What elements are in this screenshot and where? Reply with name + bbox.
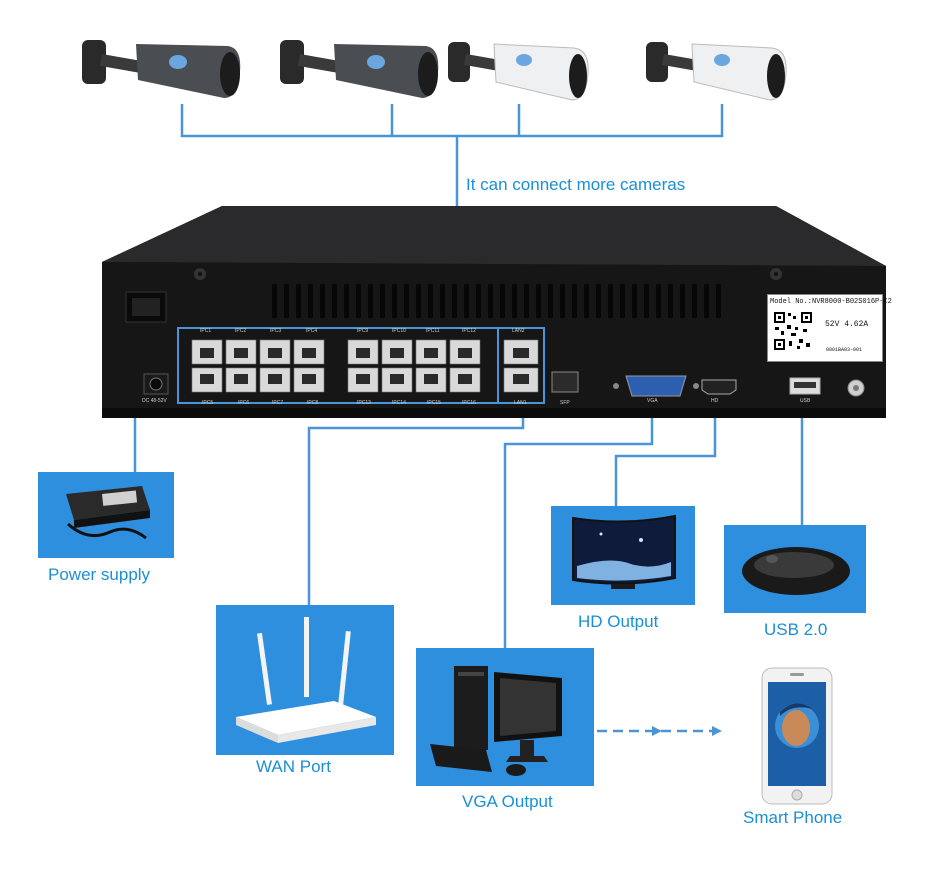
- port-label: IPC15: [427, 400, 441, 406]
- port-label: IPC12: [462, 328, 476, 334]
- port-label: IPC8: [307, 400, 319, 406]
- port-label: IPC7: [272, 400, 284, 406]
- dc-label: DC 48-52V: [142, 398, 167, 404]
- port-label: LAN2: [512, 328, 525, 334]
- smartphone-icon: [761, 667, 833, 805]
- hd-output-caption: HD Output: [578, 612, 659, 631]
- sfp-label: SFP: [560, 400, 570, 406]
- port-label: IPC13: [357, 400, 371, 406]
- hd-output-panel: [551, 506, 695, 605]
- port-label: IPC10: [392, 328, 406, 334]
- mouse-icon: [742, 547, 850, 595]
- wan-port-caption: WAN Port: [256, 757, 331, 776]
- vga-label: VGA: [647, 398, 658, 404]
- monitor-icon: [572, 514, 676, 589]
- port-label: IPC1: [200, 328, 212, 334]
- power-supply-caption: Power supply: [48, 565, 151, 584]
- power-adapter-icon: [66, 486, 150, 540]
- port-label: LAN1: [514, 400, 527, 406]
- qr-code-icon: [773, 311, 813, 351]
- port-label: IPC3: [270, 328, 282, 334]
- vga-output-panel: [416, 648, 594, 786]
- port-label: IPC4: [306, 328, 318, 334]
- camera-icon: [82, 40, 241, 98]
- serial-label: 0001BA03-001: [826, 347, 863, 353]
- rating-label: 52V 4.62A: [825, 320, 869, 329]
- power-supply-panel: [38, 472, 174, 558]
- port-label: IPC5: [202, 400, 214, 406]
- port-label: IPC14: [392, 400, 406, 406]
- camera-icon: [280, 40, 439, 98]
- vga-output-caption: VGA Output: [462, 792, 553, 811]
- model-number: Model No.:NVR8000-B02S016P-C2: [770, 298, 892, 306]
- smart-phone-caption: Smart Phone: [743, 808, 843, 827]
- hd-label: HD: [711, 398, 719, 404]
- camera-icon: [448, 42, 589, 101]
- wan-port-panel: [216, 605, 394, 755]
- usb-panel: [724, 525, 866, 613]
- router-icon: [236, 617, 376, 743]
- port-label: IPC9: [357, 328, 369, 334]
- nvr-device: [102, 206, 886, 418]
- port-label: IPC11: [426, 328, 440, 334]
- usb-label: USB: [800, 398, 811, 404]
- camera-icon: [646, 42, 787, 101]
- more-cameras-caption: It can connect more cameras: [466, 175, 686, 194]
- port-label: IPC6: [238, 400, 250, 406]
- usb-caption: USB 2.0: [764, 620, 828, 639]
- port-label: IPC2: [235, 328, 247, 334]
- desktop-computer-icon: [430, 666, 562, 776]
- port-label: IPC16: [462, 400, 476, 406]
